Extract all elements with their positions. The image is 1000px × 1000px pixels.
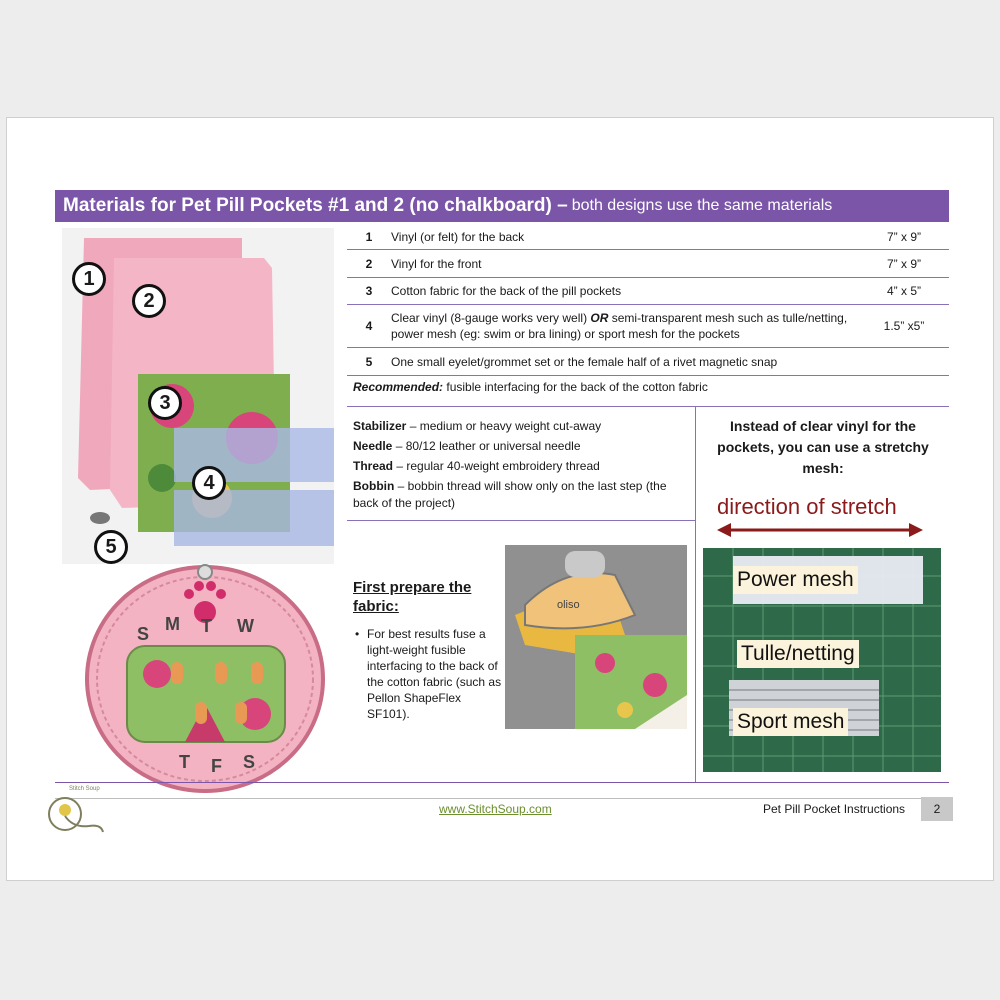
fabric-heading: First prepare the fabric: bbox=[353, 579, 472, 615]
recommended-text: fusible interfacing for the back of the … bbox=[443, 380, 708, 394]
material-desc-or: OR bbox=[590, 311, 609, 325]
stitch-soup-logo: Stitch Soup bbox=[45, 786, 107, 840]
fabric-bullet: For best results fuse a light-weight fus… bbox=[353, 626, 503, 722]
pocket-letter-s1: S bbox=[137, 624, 150, 644]
materials-table: 1 Vinyl (or felt) for the back 7” x 9” 2… bbox=[347, 224, 949, 376]
iron-photo: oliso bbox=[505, 545, 687, 729]
stretch-direction-label: direction of stretch bbox=[717, 494, 897, 519]
material-row: 3 Cotton fabric for the back of the pill… bbox=[347, 278, 949, 305]
material-description: Vinyl (or felt) for the back bbox=[391, 229, 525, 244]
power-mesh-label: Power mesh bbox=[733, 566, 858, 594]
footer-rule-secondary bbox=[55, 798, 949, 799]
materials-photo: 1 2 3 4 5 bbox=[62, 228, 334, 564]
pill-pocket-photo: S M T W T F S bbox=[65, 564, 337, 794]
material-desc-part-a: Clear vinyl (8-gauge works very well) bbox=[391, 311, 591, 325]
material-row: 2 Vinyl for the front 7” x 9” bbox=[347, 250, 949, 278]
material-number: 2 bbox=[365, 256, 373, 271]
footer-website-link[interactable]: www.StitchSoup.com bbox=[439, 802, 552, 816]
iron-brand-label: oliso bbox=[557, 599, 580, 611]
material-number: 1 bbox=[365, 229, 373, 244]
pocket-letter-s2: S bbox=[243, 752, 256, 772]
footer-rule bbox=[55, 782, 949, 783]
mesh-heading: Instead of clear vinyl for the pockets, … bbox=[717, 418, 929, 476]
material-row: 5 One small eyelet/grommet set or the fe… bbox=[347, 348, 949, 376]
banner-subtitle: both designs use the same materials bbox=[571, 197, 833, 214]
material-row: 1 Vinyl (or felt) for the back 7” x 9” bbox=[347, 224, 949, 250]
material-description: One small eyelet/grommet set or the fema… bbox=[391, 354, 778, 369]
pocket-letter-w: W bbox=[237, 616, 254, 636]
photo-number-1: 1 bbox=[72, 262, 106, 296]
photo-number-4: 4 bbox=[192, 466, 226, 500]
logo-graphic bbox=[48, 797, 104, 833]
material-size: 4” x 5” bbox=[886, 284, 921, 298]
mesh-photo: direction of stretch Power mesh Tulle/ne… bbox=[703, 486, 941, 772]
material-description: Clear vinyl (8-gauge works very well) OR… bbox=[391, 310, 859, 342]
pocket-letter-t1: T bbox=[201, 616, 212, 636]
iron-illustration bbox=[505, 545, 687, 729]
page-number: 2 bbox=[921, 797, 953, 821]
photo-number-2: 2 bbox=[132, 284, 166, 318]
tulle-netting-label: Tulle/netting bbox=[737, 640, 859, 668]
column-divider bbox=[695, 406, 696, 782]
pocket-letter-t2: T bbox=[179, 752, 190, 772]
spec-bobbin: Bobbin – bobbin thread will show only on… bbox=[353, 479, 667, 510]
fabric-instructions: For best results fuse a light-weight fus… bbox=[353, 626, 503, 722]
banner-title: Materials for Pet Pill Pockets #1 and 2 … bbox=[63, 195, 568, 216]
recommended-label: Recommended: bbox=[353, 380, 444, 394]
pocket-letter-f: F bbox=[211, 756, 222, 776]
specs-divider bbox=[347, 520, 695, 521]
material-description: Vinyl for the front bbox=[391, 256, 482, 271]
pocket-letter-m: M bbox=[165, 614, 180, 634]
material-size: 7” x 9” bbox=[886, 229, 921, 244]
sport-mesh-label: Sport mesh bbox=[733, 708, 849, 736]
spec-needle: Needle – 80/12 leather or universal need… bbox=[353, 439, 581, 453]
material-description: Cotton fabric for the back of the pill p… bbox=[391, 284, 622, 298]
material-size: 7” x 9” bbox=[886, 256, 921, 271]
logo-text: Stitch Soup bbox=[69, 786, 100, 792]
material-number: 5 bbox=[365, 354, 373, 369]
document-page: Materials for Pet Pill Pockets #1 and 2 … bbox=[6, 117, 994, 881]
photo-number-5: 5 bbox=[94, 530, 128, 564]
section-banner: Materials for Pet Pill Pockets #1 and 2 … bbox=[55, 190, 949, 222]
material-row: 4 Clear vinyl (8-gauge works very well) … bbox=[347, 305, 949, 348]
photo-number-3: 3 bbox=[148, 386, 182, 420]
spec-stabilizer: Stabilizer – medium or heavy weight cut-… bbox=[353, 419, 602, 433]
material-number: 3 bbox=[365, 284, 373, 298]
section-divider bbox=[347, 406, 949, 407]
footer-document-title: Pet Pill Pocket Instructions bbox=[763, 802, 906, 816]
material-number: 4 bbox=[365, 319, 373, 333]
specs-list: Stabilizer – medium or heavy weight cut-… bbox=[353, 416, 693, 512]
material-desc-part-b: semi-transparent mesh such as tulle/nett… bbox=[391, 311, 848, 341]
pill-pocket-illustration bbox=[85, 564, 325, 793]
spec-thread: Thread – regular 40-weight embroidery th… bbox=[353, 459, 600, 473]
material-size: 1.5” x5” bbox=[883, 319, 925, 333]
recommended-note: Recommended: fusible interfacing for the… bbox=[353, 380, 708, 394]
